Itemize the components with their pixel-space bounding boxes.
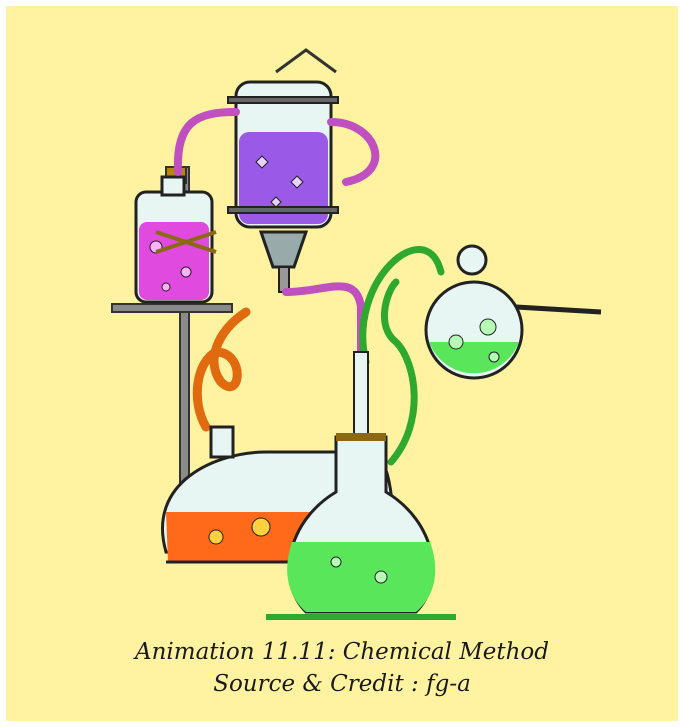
figure-frame: Animation 11.11: Chemical Method Source … [6,6,678,721]
pink-liquid-bottle [134,175,217,304]
green-conical-flask [266,351,456,620]
caption-credit: Source & Credit : fg-a [213,671,471,697]
connecting-tubes [173,108,445,466]
purple-liquid-jar [227,48,339,293]
green-round-flask [424,244,602,380]
chemical-apparatus-illustration [111,48,602,620]
caption-title: Animation 11.11: Chemical Method [134,639,549,665]
figure-caption: Animation 11.11: Chemical Method Source … [6,636,678,700]
